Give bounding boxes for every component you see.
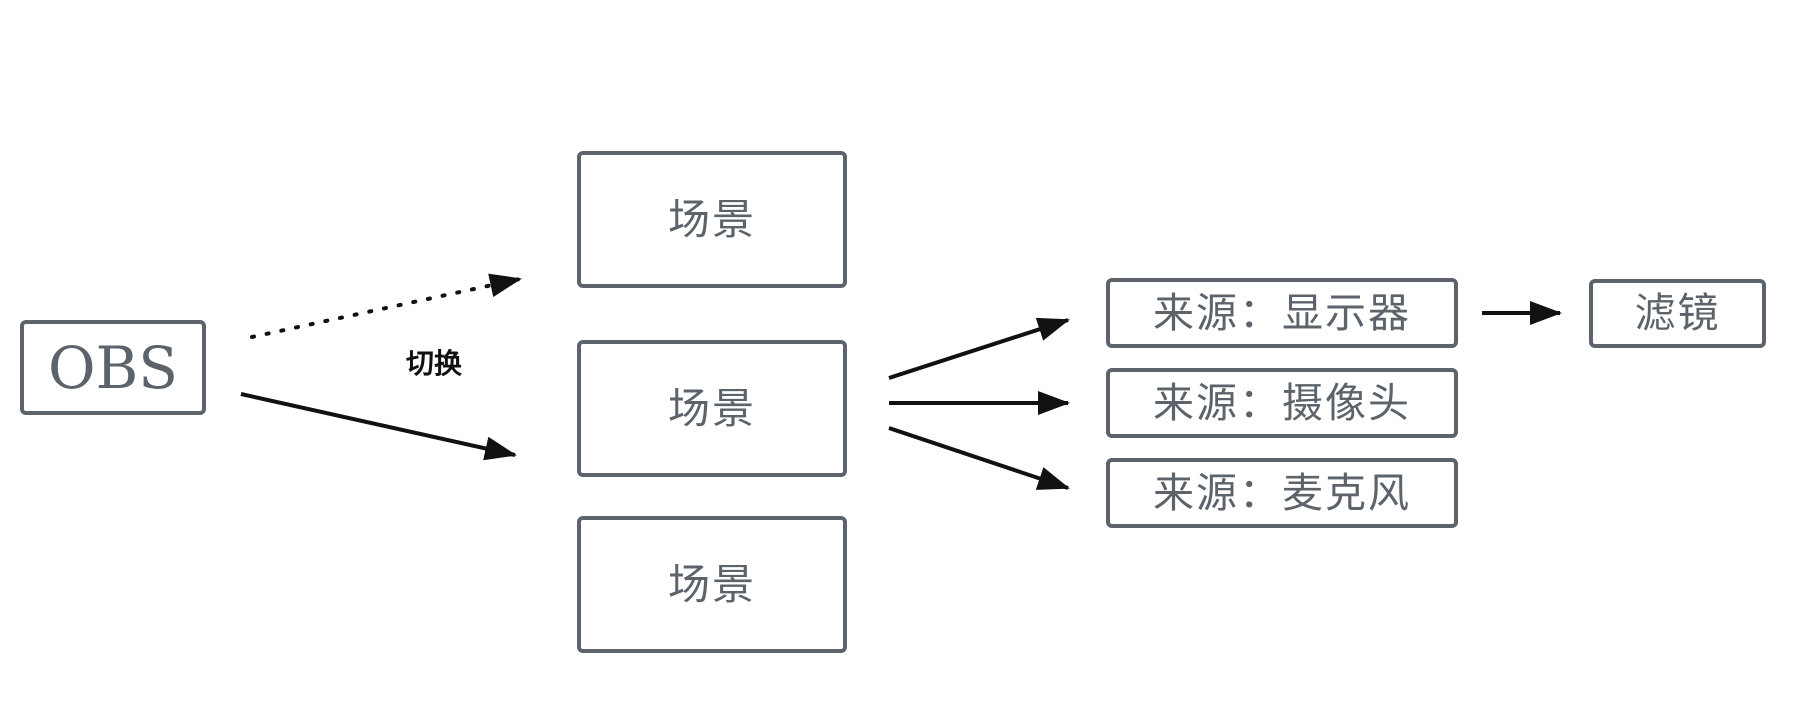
source-display-node: 来源：显示器 [1106, 278, 1458, 348]
source-camera-label: 来源：摄像头 [1153, 378, 1411, 427]
switch-label: 切换 [406, 347, 463, 380]
scene-node-2: 场景 [577, 340, 847, 477]
scene-node-2-label: 场景 [667, 383, 756, 433]
source-microphone-node: 来源：麦克风 [1106, 458, 1458, 528]
filter-node-label: 滤镜 [1634, 289, 1721, 337]
scene-node-3-label: 场景 [667, 559, 756, 609]
source-display-label: 来源：显示器 [1153, 288, 1411, 337]
obs-node-label: OBS [48, 333, 178, 402]
source-microphone-label: 来源：麦克风 [1153, 468, 1411, 517]
scene-node-1: 场景 [577, 151, 847, 288]
scene-to-source-1-arrow [888, 317, 1070, 380]
source-camera-node: 来源：摄像头 [1106, 368, 1458, 438]
obs-node: OBS [20, 320, 206, 415]
scene-to-source-3-arrow [888, 426, 1070, 490]
obs-to-scene-1-arrow [250, 273, 522, 339]
scene-node-3: 场景 [577, 516, 847, 653]
scene-node-1-label: 场景 [667, 194, 756, 244]
filter-node: 滤镜 [1589, 279, 1766, 348]
obs-to-scene-2-arrow [240, 392, 517, 461]
